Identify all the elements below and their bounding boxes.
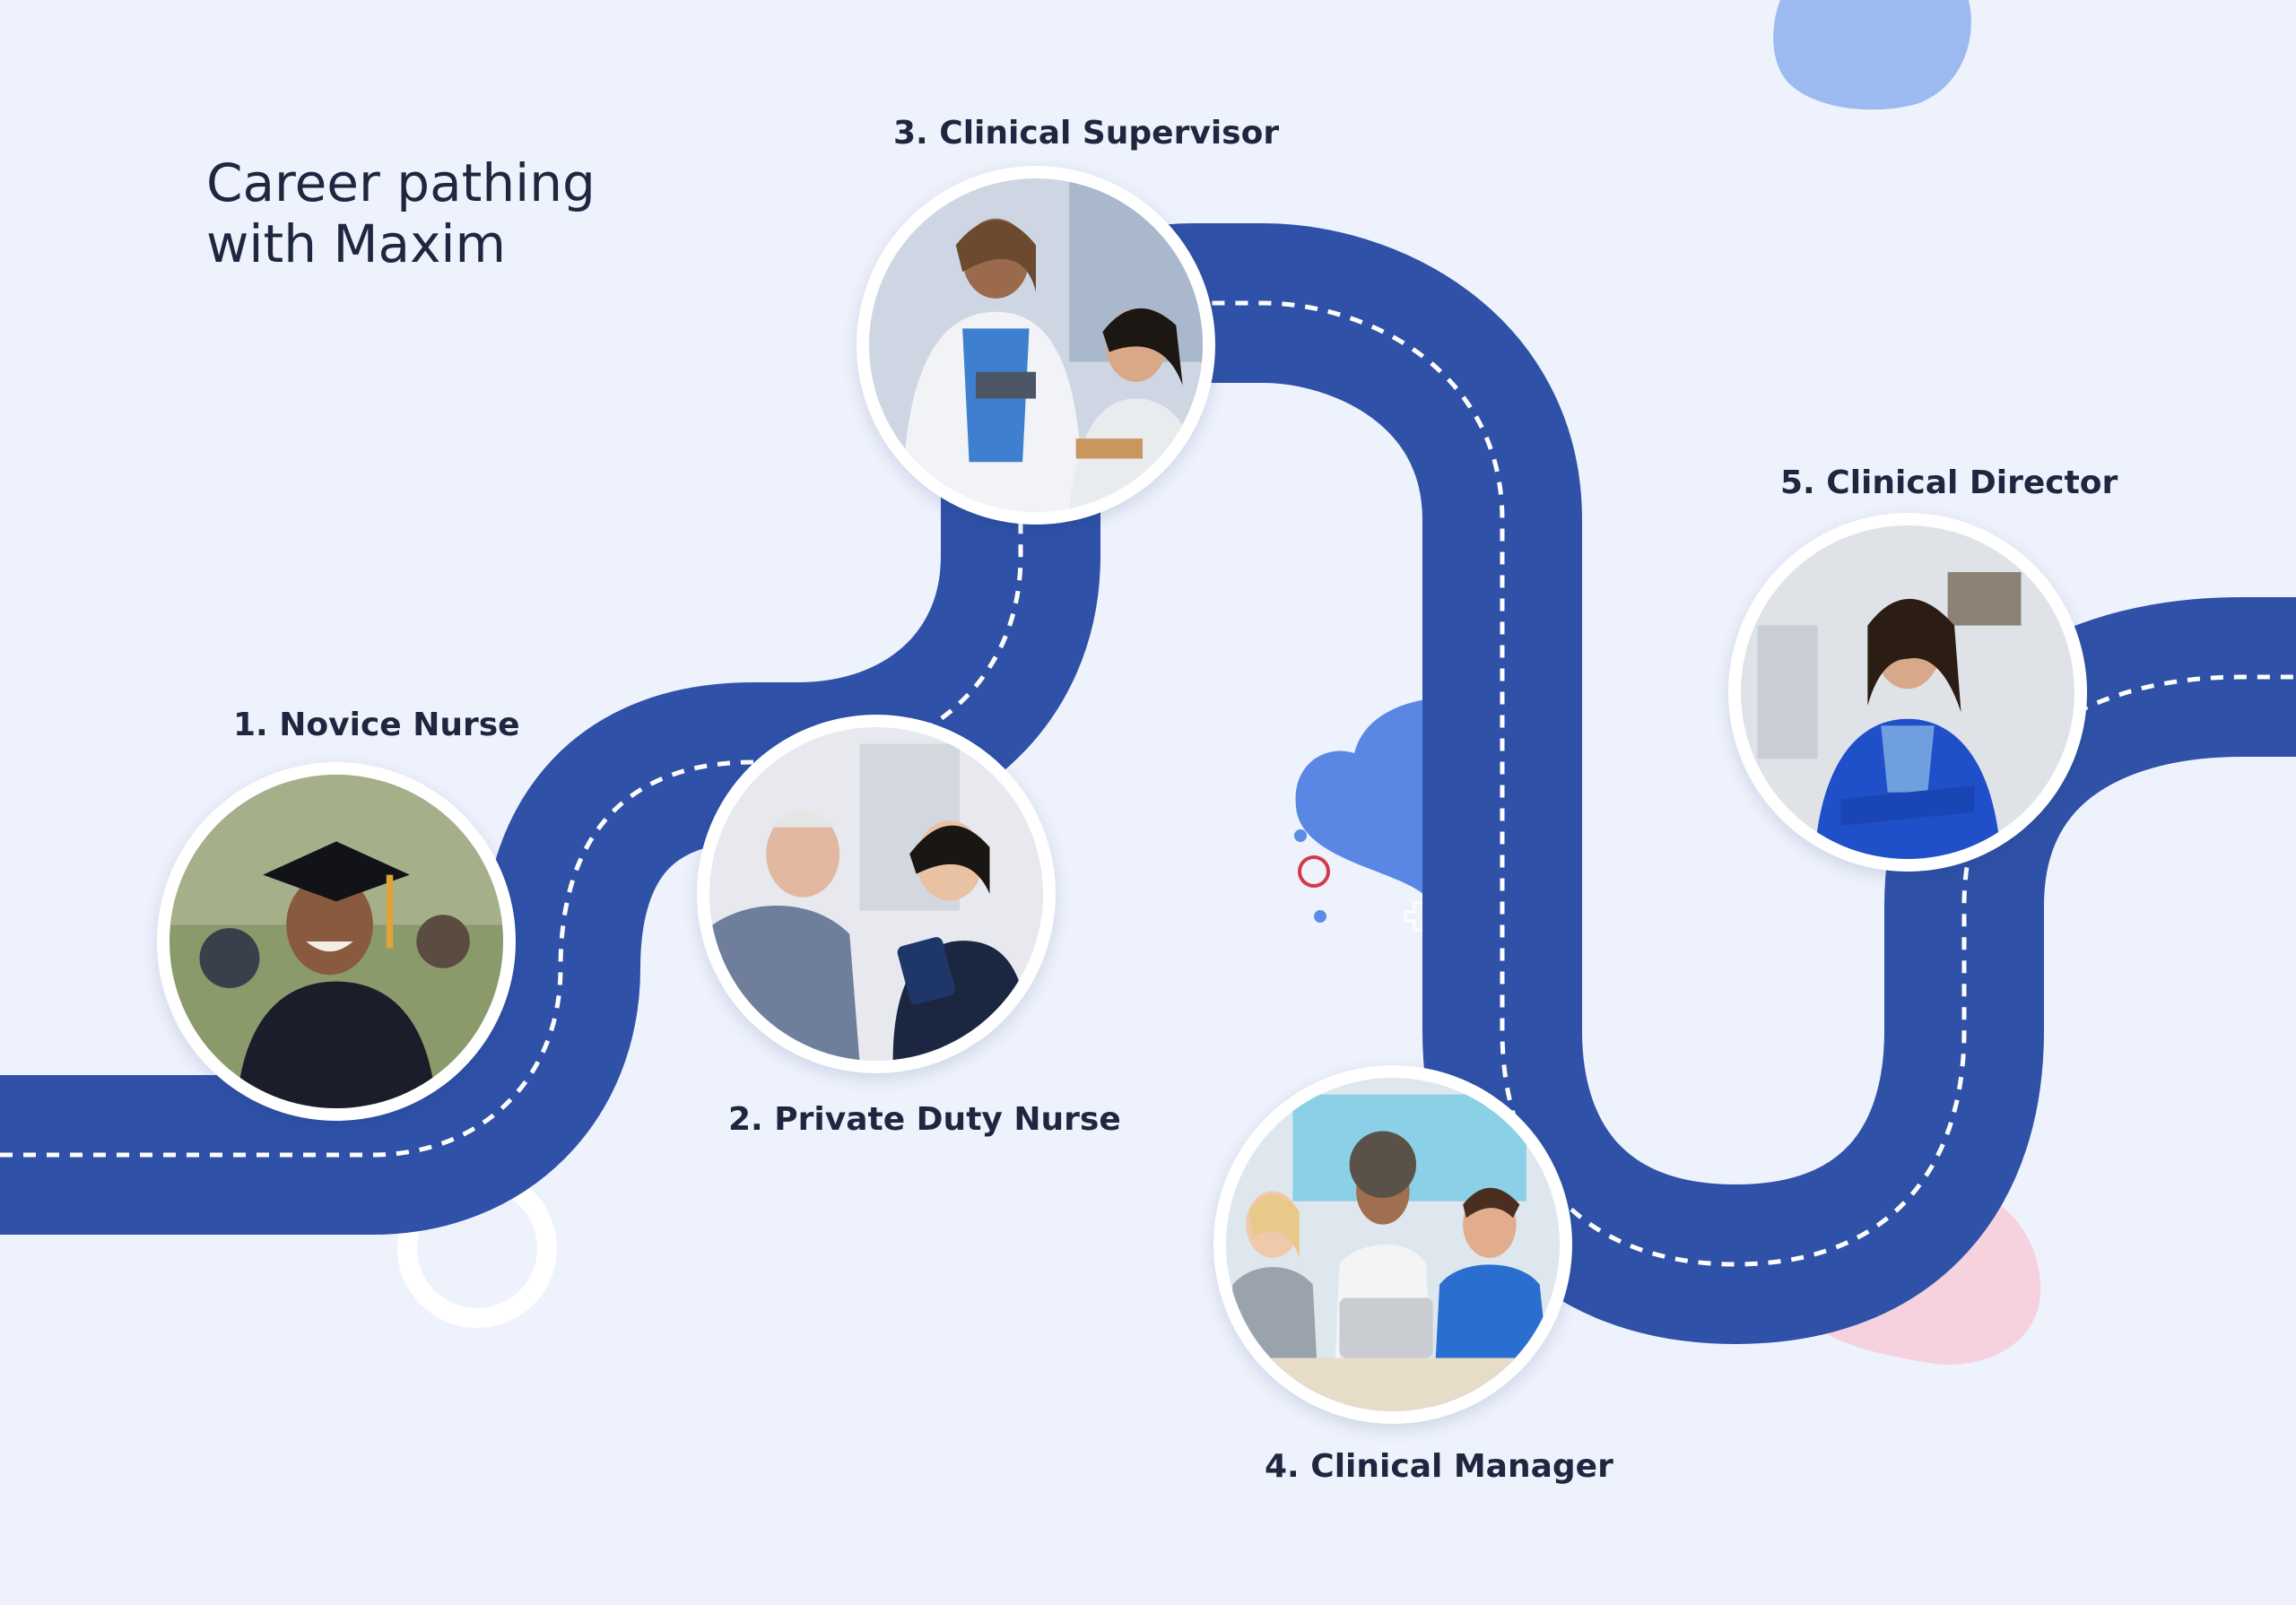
step-4-number: 4. [1265, 1448, 1300, 1485]
step-5-title: Clinical Director [1826, 464, 2118, 501]
step-3-title: Clinical Supervisor [939, 115, 1280, 152]
nurse-with-patient-photo [709, 727, 1043, 1061]
step-4-photo [1213, 1065, 1572, 1424]
step-4-label: 4. Clinical Manager [1265, 1448, 1613, 1485]
step-5-label: 5. Clinical Director [1780, 464, 2118, 501]
step-1-title: Novice Nurse [279, 707, 520, 743]
red-ring-decoration [1298, 855, 1330, 888]
supervisor-with-nurse-photo [869, 178, 1203, 512]
step-2-number: 2. [728, 1101, 763, 1138]
step-1-number: 1. [233, 707, 268, 743]
small-blue-dot-2 [1314, 910, 1326, 923]
step-2-photo [697, 715, 1056, 1073]
step-3-number: 3. [893, 115, 928, 152]
graduate-photo [170, 775, 503, 1108]
step-2-title: Private Duty Nurse [774, 1101, 1121, 1138]
step-4-title: Clinical Manager [1310, 1448, 1613, 1485]
step-5-number: 5. [1780, 464, 1815, 501]
step-1-label: 1. Novice Nurse [233, 707, 520, 743]
step-1-photo [157, 762, 516, 1121]
step-3-label: 3. Clinical Supervisor [893, 115, 1279, 152]
top-blue-blob [1773, 0, 1971, 110]
page-title: Career pathing with Maxim [206, 152, 596, 274]
team-meeting-photo [1226, 1078, 1560, 1411]
small-blue-dot [1294, 829, 1307, 842]
step-3-photo [857, 166, 1215, 525]
step-2-label: 2. Private Duty Nurse [728, 1101, 1121, 1138]
step-5-photo [1728, 513, 2087, 872]
road-center-dash [0, 300, 2296, 1267]
director-portrait-photo [1741, 525, 2074, 859]
